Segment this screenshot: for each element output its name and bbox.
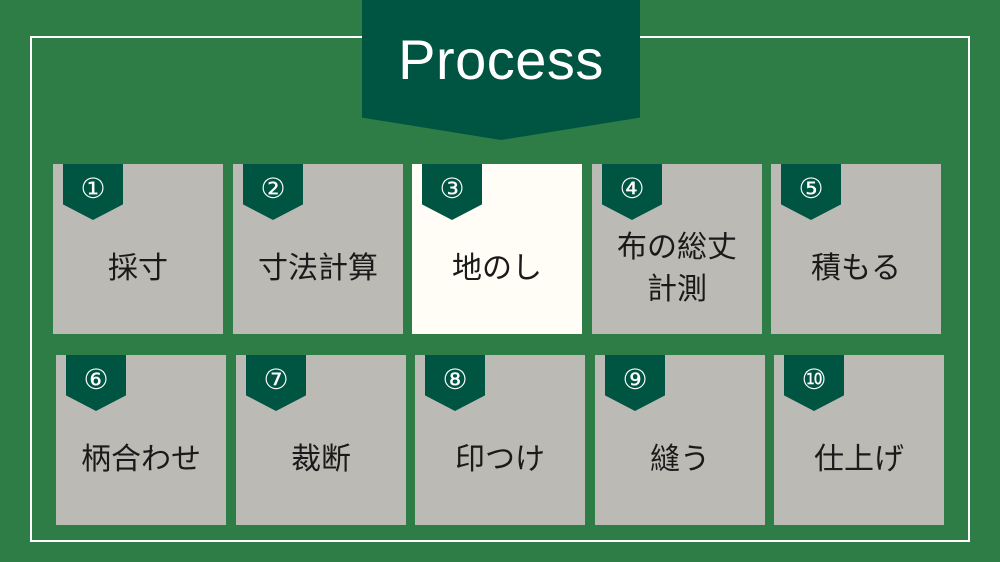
- step-card-3: ③ 地のし: [412, 164, 582, 334]
- step-number-tag: ⑥: [66, 355, 126, 411]
- step-card-4: ④ 布の総丈計測: [592, 164, 762, 334]
- step-number-tag: ⑩: [784, 355, 844, 411]
- step-label: 布の総丈計測: [617, 230, 737, 307]
- step-number: ⑤: [798, 172, 824, 205]
- title-banner: Process: [362, 0, 640, 140]
- step-card-10: ⑩ 仕上げ: [774, 355, 944, 525]
- step-number-tag: ⑧: [425, 355, 485, 411]
- step-number-tag: ①: [63, 164, 123, 220]
- step-number-tag: ②: [243, 164, 303, 220]
- step-label: 印つけ: [455, 442, 545, 477]
- step-label: 地のし: [452, 251, 542, 286]
- step-card-2: ② 寸法計算: [233, 164, 403, 334]
- step-number-tag: ⑤: [781, 164, 841, 220]
- page-title: Process: [398, 28, 604, 91]
- step-number-tag: ③: [422, 164, 482, 220]
- step-card-6: ⑥ 柄合わせ: [56, 355, 226, 525]
- step-label: 縫う: [650, 442, 710, 477]
- step-number: ⑨: [622, 363, 648, 396]
- step-label: 寸法計算: [258, 251, 378, 286]
- step-label: 柄合わせ: [81, 442, 201, 477]
- step-number: ④: [619, 172, 645, 205]
- step-number: ⑩: [801, 363, 827, 396]
- step-label: 裁断: [291, 442, 351, 477]
- step-label: 仕上げ: [814, 442, 904, 477]
- step-label: 積もる: [811, 251, 901, 286]
- step-number: ②: [260, 172, 286, 205]
- step-number-tag: ④: [602, 164, 662, 220]
- step-number: ①: [80, 172, 106, 205]
- step-number-tag: ⑨: [605, 355, 665, 411]
- step-card-7: ⑦ 裁断: [236, 355, 406, 525]
- step-label: 採寸: [108, 251, 168, 286]
- step-number-tag: ⑦: [246, 355, 306, 411]
- step-number: ③: [439, 172, 465, 205]
- step-number: ⑧: [442, 363, 468, 396]
- step-card-1: ① 採寸: [53, 164, 223, 334]
- step-number: ⑥: [83, 363, 109, 396]
- step-number: ⑦: [263, 363, 289, 396]
- step-card-9: ⑨ 縫う: [595, 355, 765, 525]
- step-card-8: ⑧ 印つけ: [415, 355, 585, 525]
- step-card-5: ⑤ 積もる: [771, 164, 941, 334]
